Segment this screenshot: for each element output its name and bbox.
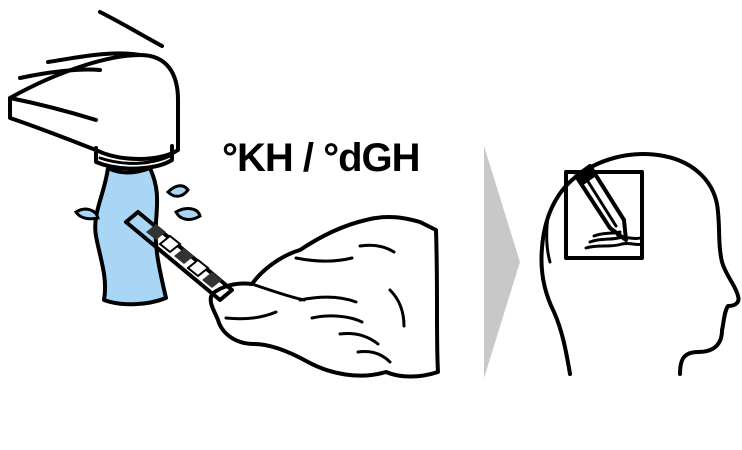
kh-dgh-label: °KH / °dGH <box>222 138 420 178</box>
faucet-icon <box>10 12 178 169</box>
arrow-right-icon <box>484 146 520 378</box>
pencil-icon <box>576 166 626 240</box>
water-stream-icon <box>76 168 200 304</box>
hand-icon <box>211 217 438 377</box>
